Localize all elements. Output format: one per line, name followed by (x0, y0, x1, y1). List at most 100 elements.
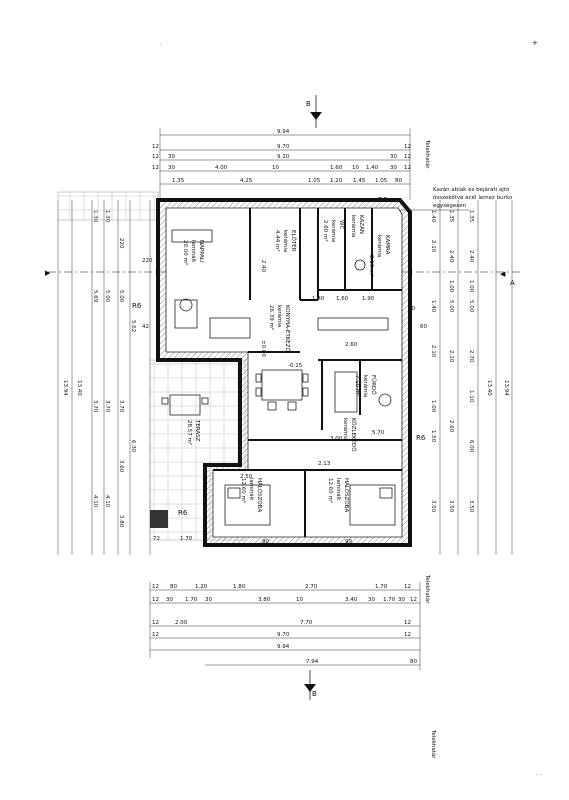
bottom-dim-r3-1: 2.00 (175, 620, 188, 626)
right-dim-c2-6: 3.50 (448, 500, 454, 513)
room-terasz: TERASZ 28.57 m² (186, 419, 200, 445)
room-terasz-name: TERASZ (194, 419, 200, 442)
right-dim-c1-0: 1.35 (468, 210, 474, 223)
right-dim-c1-6: 6.00 (468, 440, 474, 453)
bottom-dim-r6-0: 7.94 (306, 659, 319, 665)
inner-dim-15: 1.70 (180, 536, 193, 542)
top-dim-r5-2: 1.05 (308, 178, 321, 184)
top-dim-r5-3: 1.20 (330, 178, 343, 184)
right-dim-c2-0: 1.35 (448, 210, 454, 223)
bottom-dim-r2-9: 30 (398, 597, 405, 603)
room-nappali-name: NAPPALI (198, 240, 204, 263)
inner-dim-13: 60 (420, 324, 427, 330)
bottom-dim-r2-0: 12 (152, 597, 159, 603)
bottom-dim-r2-5: 10 (296, 597, 303, 603)
left-dim-c2-2: 3.70 (104, 400, 110, 413)
room-halo1-name: HÁLÓSZOBA (256, 478, 263, 512)
tag-r6-top: R6 (378, 196, 388, 204)
inner-dim-2: 2.60 (345, 342, 358, 348)
right-dim-c1-4: 2.70 (468, 350, 474, 363)
left-dim-outer: 13.94 (62, 380, 68, 396)
bottom-dim-r3-3: 12 (404, 620, 411, 626)
building-walls (156, 198, 412, 547)
room-kamra-name: KAMRA (384, 235, 390, 255)
right-dim-c3-6: 3.50 (430, 500, 436, 513)
right-dim-c3-0: 1.40 (430, 210, 436, 223)
bottom-dim-r3-2: 7.70 (300, 620, 313, 626)
top-dim-r4-6: 1.40 (366, 165, 379, 171)
top-dim-r4-8: 12 (404, 165, 411, 171)
room-furdo: FÜRDŐ kerámia 7.10 m² (354, 375, 377, 397)
inner-dim-6: 2.50 (240, 474, 253, 480)
room-terasz-area: 28.57 m² (186, 420, 193, 445)
room-kozlekedo-floor: kerámia (342, 418, 349, 440)
room-kazan: KAZÁN kerámia (350, 215, 365, 237)
bottom-dim-r4-2: 12 (404, 632, 411, 638)
right-dim-c2-3: 5.00 (448, 300, 454, 313)
room-eloter-name: ELŐTÉR (290, 230, 298, 252)
level-mark-2: -0.15 (288, 363, 303, 369)
left-dim-c1-2: 3.70 (92, 400, 98, 413)
inner-dim-1: 2.40 (260, 260, 266, 273)
paving-top-left (57, 191, 159, 221)
right-dim-c3-3: 2.10 (430, 345, 436, 358)
top-dim-r4-0: 12 (152, 165, 159, 171)
note-line-1: Kazán ablak és bejárati ajtó (433, 186, 510, 193)
room-nappali-floor: laminált (190, 240, 197, 263)
section-arrow-left: ▶ (45, 269, 51, 277)
top-dim-r4-7: 30 (390, 165, 397, 171)
inner-dim-3: 1.80 (312, 296, 325, 302)
section-mark-top: B (306, 95, 322, 128)
right-dim-c2-5: 2.60 (448, 420, 454, 433)
right-dim-c3-1: 2.10 (430, 240, 436, 253)
inner-dim-17: 90 (345, 539, 352, 545)
inner-dim-10: 220 (142, 258, 153, 264)
furniture-bedrooms (224, 484, 396, 526)
bottom-dimension-lines (149, 582, 421, 670)
bottom-dim-r3-0: 12 (152, 620, 159, 626)
right-dim-c3-5: 1.50 (430, 430, 436, 443)
top-dim-r2-0: 12 (152, 144, 159, 150)
right-dimension-texts: 13.94 13.40 1.35 2.40 1.00 5.00 2.70 1.1… (430, 210, 509, 513)
top-dim-r4-3: 10 (272, 165, 279, 171)
room-halo1-area: 12.60 m² (240, 478, 247, 503)
furniture-dining (255, 317, 389, 411)
top-dim-r3-0: 12 (152, 154, 159, 160)
top-dim-r4-4: 1.60 (330, 165, 343, 171)
svg-text:.: . (160, 41, 162, 47)
left-dim-c2-3: 4.10 (104, 495, 110, 508)
room-furdo-name: FÜRDŐ (370, 375, 377, 395)
bottom-dim-r1-5: 1.70 (375, 584, 388, 590)
top-dim-total: 9.94 (277, 129, 290, 135)
left-dim-c4-1: 6.30 (130, 440, 136, 453)
bottom-dim-r2-6: 3.40 (345, 597, 358, 603)
right-dim-c1-5: 1.10 (468, 390, 474, 403)
bottom-dim-r1-1: 80 (170, 584, 177, 590)
tag-r6-left: R6 (132, 302, 142, 310)
top-dim-r3-4: 12 (404, 154, 411, 160)
right-dim-second: 13.40 (486, 380, 492, 396)
bottom-dim-r2-7: 30 (368, 597, 375, 603)
right-dim-c1-3: 5.00 (468, 300, 474, 313)
svg-text:+: + (532, 39, 538, 47)
bottom-dim-r1-4: 2.70 (305, 584, 318, 590)
inner-dim-7: 2.13 (318, 461, 331, 467)
room-kazan-name: KAZÁN (358, 215, 365, 234)
right-dim-c3-4: 1.00 (430, 400, 436, 413)
room-furdo-area: 7.10 m² (354, 375, 361, 397)
inner-dim-8: 5.70 (372, 430, 385, 436)
room-kozlekedo-name: KÖZLEKEDŐ (350, 418, 357, 452)
right-dim-c3-2: 1.40 (430, 300, 436, 313)
room-kazan-floor: kerámia (350, 215, 357, 237)
bottom-dimension-texts: 12 80 1.20 1.80 2.70 1.70 12 12 30 1.70 … (152, 584, 417, 665)
room-eloter-floor: kerámia (282, 230, 289, 252)
left-dim-c4-0: 5.62 (130, 320, 136, 332)
right-dim-c1-1: 2.40 (468, 250, 474, 263)
room-kamra: KAMRA kerámia 2.13 m² (368, 235, 390, 277)
room-halo2-name: HÁLÓSZOBA (343, 478, 350, 512)
room-konyha-name: KONYHA-ÉTKEZŐ (284, 305, 292, 353)
top-dim-r5-5: 1.05 (375, 178, 388, 184)
bottom-dim-r1-2: 1.20 (195, 584, 208, 590)
room-konyha: KONYHA-ÉTKEZŐ kerámia 26.39 m² (268, 305, 292, 353)
top-dim-r3-3: 30 (390, 154, 397, 160)
